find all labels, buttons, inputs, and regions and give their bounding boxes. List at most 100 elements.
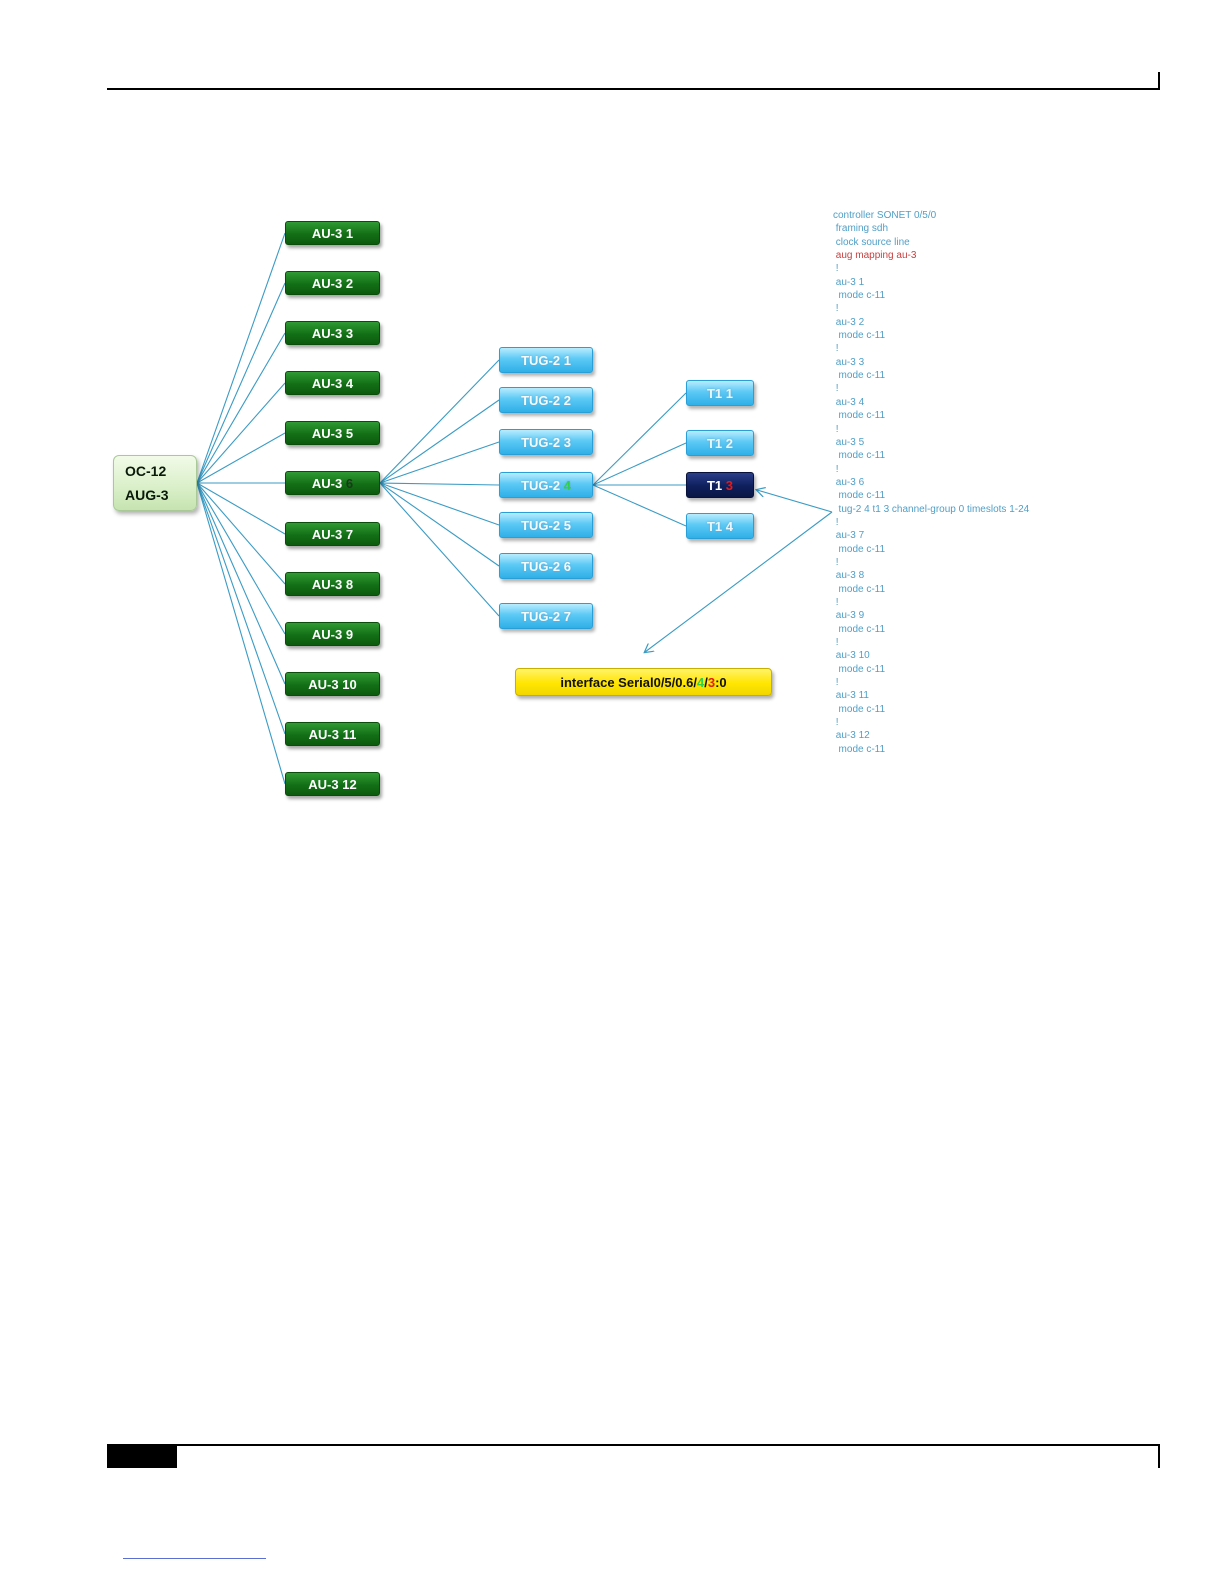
config-line: au-3 5 [833, 436, 865, 448]
au3-node-6-number: 6 [345, 475, 354, 491]
au3-to-tug2-2 [379, 399, 500, 484]
t1-node-2-label: T1 [706, 435, 726, 451]
config-line: mode c-11 [833, 703, 886, 715]
tug2-to-t1-1 [592, 392, 687, 486]
root-to-au3-10 [196, 482, 286, 685]
t1-node-4-label: T1 [706, 518, 726, 534]
au3-node-2: AU-3 2 [285, 271, 380, 295]
tug2-node-7: TUG-2 7 [499, 603, 593, 629]
interface-prefix: interface Serial0/5/0.6/ [560, 674, 697, 690]
root-line-2: AUG-3 [125, 487, 169, 503]
root-to-au3-4 [196, 382, 286, 484]
config-line: ! [833, 463, 839, 475]
au3-node-11-number: 11 [342, 726, 357, 742]
tug2-node-6: TUG-2 6 [499, 553, 593, 579]
au3-node-3-label: AU-3 [311, 325, 346, 341]
config-line: ! [833, 423, 839, 435]
config-line: au-3 10 [833, 650, 870, 662]
au3-node-4-number: 4 [345, 375, 354, 391]
t1-node-2: T1 2 [686, 430, 754, 456]
t1-node-1: T1 1 [686, 380, 754, 406]
config-line: ! [833, 263, 839, 275]
config-line: framing sdh [833, 223, 889, 235]
au3-to-tug2-7 [379, 482, 500, 617]
au3-node-12: AU-3 12 [285, 772, 380, 796]
config-line: au-3 7 [833, 530, 865, 542]
config-line: aug mapping au-3 [833, 250, 917, 262]
au3-node-7-number: 7 [345, 526, 354, 542]
config-line: ! [833, 717, 839, 729]
config-line: ! [833, 556, 839, 568]
tug2-node-6-number: 6 [563, 558, 571, 574]
tug2-node-5-label: TUG-2 [521, 517, 564, 533]
au3-node-1-number: 1 [345, 225, 354, 241]
au3-node-4: AU-3 4 [285, 371, 380, 395]
au3-node-1-label: AU-3 [311, 225, 346, 241]
config-line: au-3 2 [833, 316, 865, 328]
controller-config-listing: controller SONET 0/5/0 framing sdh clock… [833, 209, 1083, 756]
au3-node-5-label: AU-3 [311, 425, 346, 441]
au3-to-tug2-5 [379, 482, 500, 526]
tug2-to-t1-4 [592, 484, 687, 527]
config-line: mode c-11 [833, 450, 886, 462]
config-line: mode c-11 [833, 663, 886, 675]
tug2-node-2: TUG-2 2 [499, 387, 593, 413]
interface-t1-number: 3 [707, 674, 716, 690]
au3-node-2-label: AU-3 [311, 275, 346, 291]
root-to-au3-12 [196, 482, 286, 785]
t1-node-4: T1 4 [686, 513, 754, 539]
interface-serial-label: interface Serial0/5/0.6/4/3:0 [515, 668, 772, 696]
config-line: ! [833, 383, 839, 395]
config-line: au-3 1 [833, 276, 865, 288]
footer-link-underline [123, 1558, 266, 1559]
config-line: mode c-11 [833, 490, 886, 502]
footer-rule [107, 1444, 1160, 1446]
config-line: au-3 11 [833, 690, 869, 702]
tug2-node-6-label: TUG-2 [521, 558, 564, 574]
interface-separator: / [704, 674, 708, 690]
au3-to-tug2-1 [379, 359, 500, 484]
tug2-node-2-number: 2 [563, 392, 571, 408]
config-line: mode c-11 [833, 330, 886, 342]
header-rule-tick [1158, 72, 1160, 90]
config-line: mode c-11 [833, 370, 886, 382]
t1-node-3-number: 3 [725, 477, 734, 493]
au3-to-tug2-3 [379, 441, 500, 484]
tug2-node-4: TUG-2 4 [499, 472, 593, 498]
tug2-node-1-number: 1 [563, 352, 571, 368]
tug2-node-1-label: TUG-2 [521, 352, 564, 368]
tug2-node-5: TUG-2 5 [499, 512, 593, 538]
root-line-1: OC-12 [125, 463, 167, 479]
config-line: au-3 8 [833, 570, 865, 582]
t1-node-3: T1 3 [686, 472, 754, 498]
config-line: ! [833, 343, 839, 355]
au3-node-7: AU-3 7 [285, 522, 380, 546]
t1-node-2-number: 2 [725, 435, 734, 451]
t1-node-4-number: 4 [725, 518, 734, 534]
header-rule [107, 88, 1160, 90]
tug2-node-7-number: 7 [563, 608, 571, 624]
root-to-au3-9 [196, 482, 286, 635]
tug2-node-1: TUG-2 1 [499, 347, 593, 373]
root-to-au3-8 [196, 482, 286, 585]
footer-page-block [107, 1446, 177, 1468]
au3-node-8-number: 8 [345, 576, 354, 592]
au3-node-3-number: 3 [345, 325, 354, 341]
config-line: clock source line [833, 236, 910, 248]
au3-node-1: AU-3 1 [285, 221, 380, 245]
config-line: mode c-11 [833, 743, 886, 755]
au3-node-8: AU-3 8 [285, 572, 380, 596]
tug2-node-7-label: TUG-2 [521, 608, 564, 624]
config-line: au-3 12 [833, 730, 870, 742]
au3-node-8-label: AU-3 [311, 576, 346, 592]
au3-to-tug2-6 [379, 482, 500, 567]
config-line: ! [833, 677, 839, 689]
tug2-node-4-label: TUG-2 [521, 477, 564, 493]
au3-node-5-number: 5 [345, 425, 354, 441]
t1-node-3-label: T1 [706, 477, 726, 493]
config-line: ! [833, 516, 839, 528]
footer-rule-tick [1158, 1444, 1160, 1468]
root-to-au3-2 [196, 282, 286, 484]
config-line: mode c-11 [833, 543, 886, 555]
